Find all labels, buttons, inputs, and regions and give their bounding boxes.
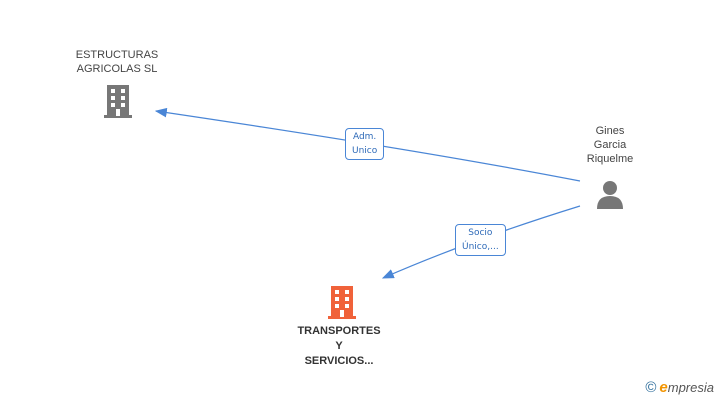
- building-icon[interactable]: [326, 284, 358, 320]
- copyright-symbol: ©: [645, 379, 657, 396]
- person-label[interactable]: Gines Garcia Riquelme: [586, 125, 634, 165]
- company-label-estructuras[interactable]: ESTRUCTURAS AGRICOLAS SL: [75, 49, 159, 75]
- company-label-transportes[interactable]: TRANSPORTES Y SERVICIOS...: [297, 325, 381, 367]
- edge-label-adm-unico[interactable]: Adm. Unico: [345, 128, 385, 160]
- brand-e: e: [659, 379, 668, 396]
- person-icon[interactable]: [595, 179, 625, 209]
- brand-rest: mpresia: [667, 380, 714, 395]
- empresia-logo: © empresia: [645, 379, 714, 396]
- building-icon[interactable]: [102, 83, 134, 119]
- edge-adm-unico-line: [154, 107, 581, 182]
- edge-label-socio-unico[interactable]: Socio Único,...: [455, 224, 506, 256]
